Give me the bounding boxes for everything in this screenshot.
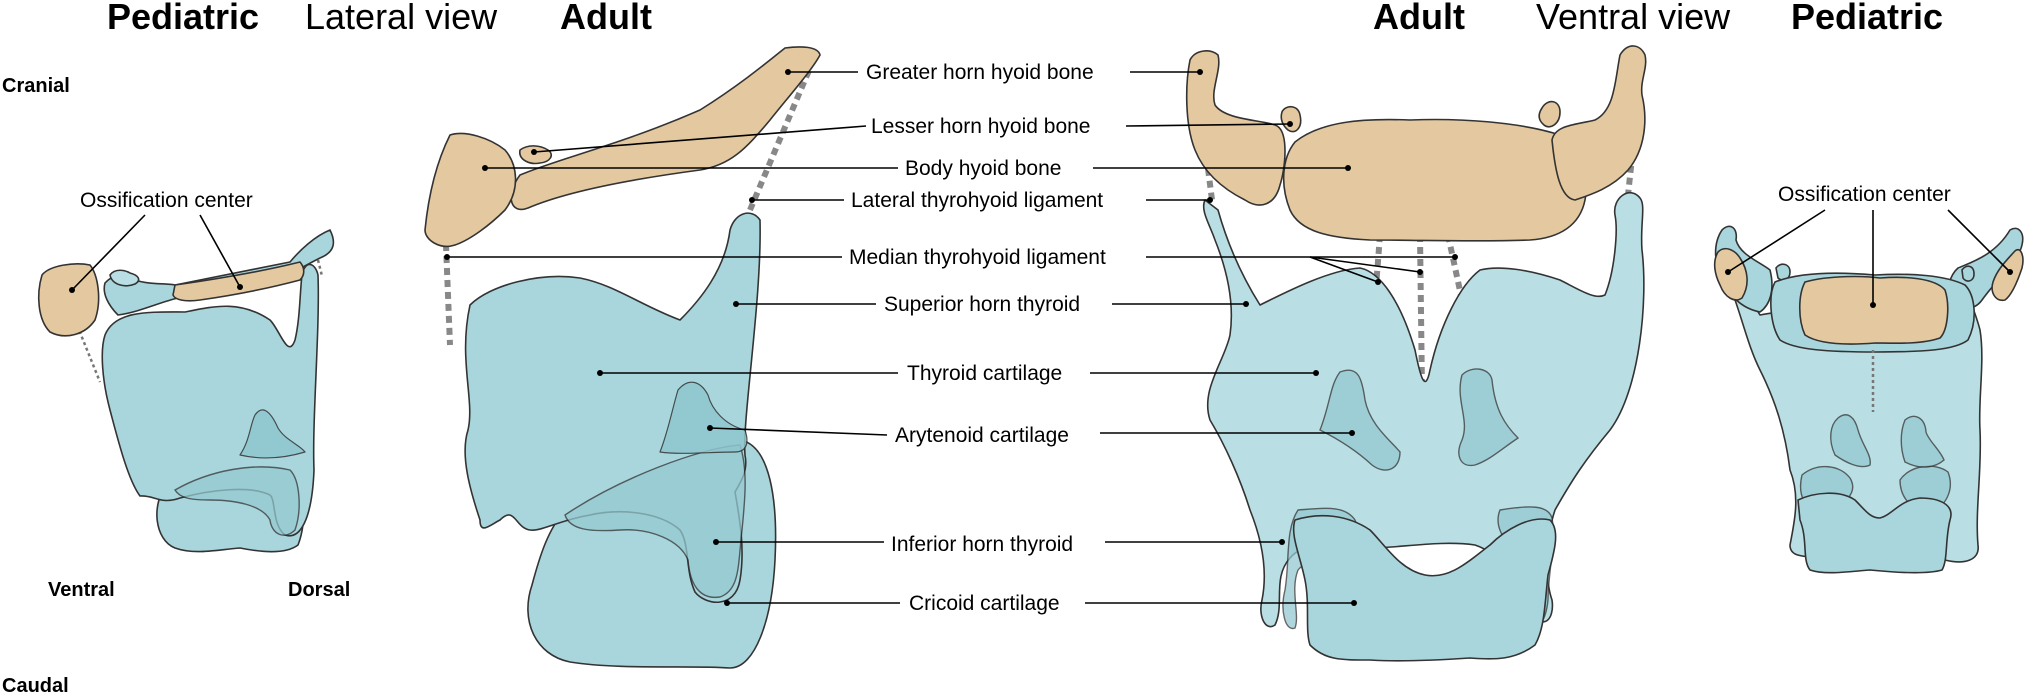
adult-ventral-arytenoid-left [1319, 369, 1401, 471]
label-median-thyrohyoid: Median thyrohyoid ligament [849, 246, 1106, 269]
label-greater-horn: Greater horn hyoid bone [866, 61, 1094, 84]
label-ossification-left: Ossification center [80, 189, 253, 212]
label-inferior-horn: Inferior horn thyroid [891, 533, 1073, 556]
orientation-caudal: Caudal [2, 675, 69, 694]
pediatric-ventral-cricoid [1797, 492, 1952, 574]
orientation-ventral: Ventral [48, 579, 115, 601]
header-adult-lateral: Adult [560, 0, 652, 37]
label-ossification-right: Ossification center [1778, 183, 1951, 206]
label-thyroid-cartilage: Thyroid cartilage [907, 362, 1062, 385]
header-adult-ventral: Adult [1373, 0, 1465, 37]
leader-ossification-right-c [1947, 209, 2011, 273]
adult-ventral-arytenoid-right [1458, 368, 1520, 467]
header-ventral-view: Ventral view [1536, 0, 1731, 37]
adult-ventral-cricoid [1292, 514, 1557, 662]
pediatric-lateral-hyoid-cartilage [103, 229, 335, 316]
label-arytenoid: Arytenoid cartilage [895, 424, 1069, 447]
adult-lateral-lesser-horn [519, 145, 552, 165]
pediatric-ventral-ossification-left [1713, 247, 1748, 301]
leader-ossification-left-a [71, 214, 146, 291]
pediatric-ventral-arytenoid-right [1900, 415, 1945, 468]
pediatric-lateral-lesser-horn [109, 269, 140, 287]
adult-ventral-figure [1185, 45, 1647, 662]
adult-ventral-lesser-horn-left [1280, 105, 1302, 133]
adult-ventral-hyoid-body [1282, 118, 1588, 242]
label-superior-horn: Superior horn thyroid [884, 293, 1080, 316]
adult-lateral-greater-horn [510, 46, 821, 211]
adult-lateral-figure [424, 46, 821, 669]
header-pediatric-left: Pediatric [107, 0, 259, 37]
pediatric-lateral-ossification-body [37, 263, 100, 337]
leader-ossification-right-a [1727, 209, 1826, 273]
label-body-hyoid: Body hyoid bone [905, 157, 1061, 180]
adult-lateral-arytenoid [659, 381, 748, 454]
adult-ventral-lesser-horn-right [1538, 100, 1561, 128]
leader-ossification-left-b [199, 214, 241, 288]
pediatric-ventral-ossification-body [1798, 275, 1949, 345]
pediatric-ventral-figure [1713, 225, 2024, 574]
orientation-dorsal: Dorsal [288, 579, 350, 601]
label-lateral-thyrohyoid: Lateral thyrohyoid ligament [851, 189, 1103, 212]
label-lesser-horn: Lesser horn hyoid bone [871, 115, 1091, 138]
pediatric-lateral-arytenoid [239, 409, 306, 459]
pediatric-lateral-ossification-horn [172, 261, 305, 302]
header-pediatric-right: Pediatric [1791, 0, 1943, 37]
pediatric-lateral-figure [37, 229, 335, 553]
label-cricoid: Cricoid cartilage [909, 592, 1060, 615]
adult-lateral-hyoid-body [424, 132, 517, 248]
pediatric-ventral-ossification-right [1991, 248, 2024, 302]
pediatric-lateral-inferior-horn [174, 466, 300, 536]
header-lateral-view: Lateral view [305, 0, 498, 37]
adult-ventral-greater-horn-right [1551, 45, 1647, 201]
adult-ventral-greater-horn-left [1185, 50, 1286, 206]
pediatric-ventral-arytenoid-left [1830, 414, 1871, 468]
orientation-cranial: Cranial [2, 75, 70, 97]
pediatric-ventral-lesser-horn-right [1961, 265, 1975, 282]
